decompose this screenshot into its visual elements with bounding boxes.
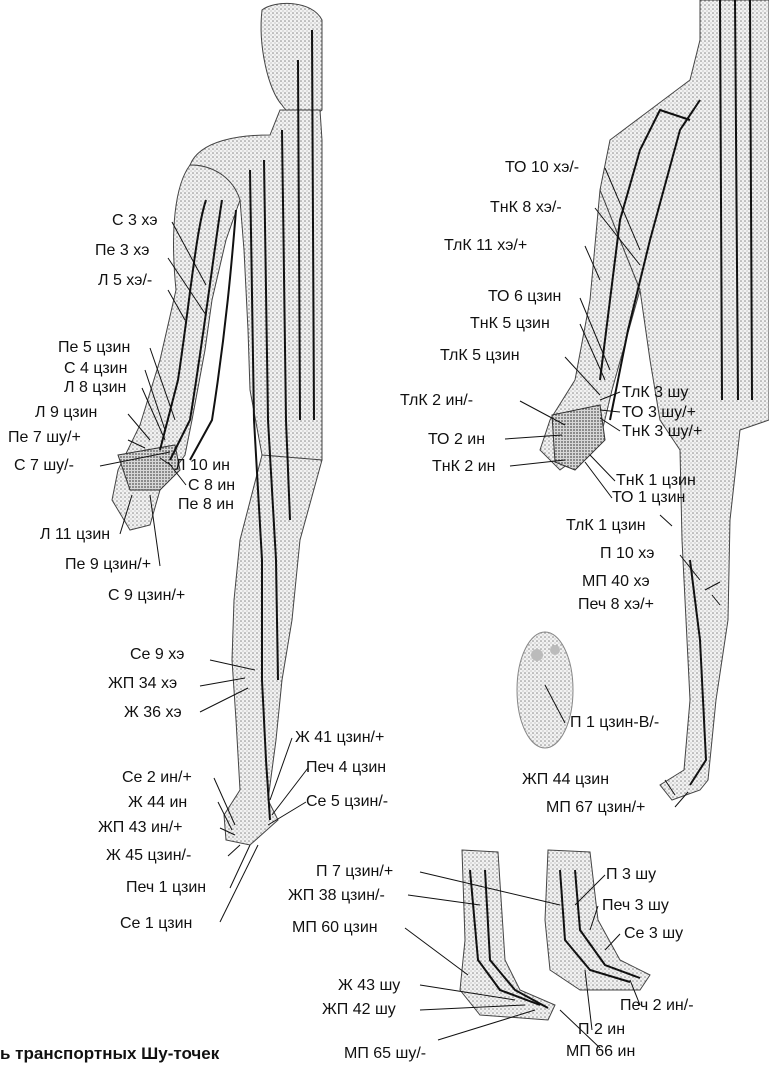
- label-s4: С 4 цзин: [64, 361, 127, 377]
- label-tlk1: ТлК 1 цзин: [566, 518, 646, 534]
- label-se1: Се 1 цзин: [120, 916, 192, 932]
- label-p10: П 10 хэ: [600, 546, 654, 562]
- label-zh44: Ж 44 ин: [128, 795, 187, 811]
- label-zhp43: ЖП 43 ин/+: [98, 820, 183, 836]
- label-pech3: Печ 3 шу: [602, 898, 669, 914]
- label-tlk2: ТлК 2 ин/-: [400, 393, 473, 409]
- label-pech4: Печ 4 цзин: [306, 760, 386, 776]
- label-tnk5: ТнК 5 цзин: [470, 316, 550, 332]
- label-se9: Се 9 хэ: [130, 647, 184, 663]
- foot-lateral: [460, 850, 555, 1020]
- label-to6: ТО 6 цзин: [488, 289, 561, 305]
- label-pech1: Печ 1 цзин: [126, 880, 206, 896]
- label-tlk3: ТлК 3 шу: [622, 385, 688, 401]
- label-tlk11: ТлК 11 хэ/+: [444, 238, 527, 254]
- label-mp65: МП 65 шу/-: [344, 1046, 426, 1062]
- label-zhp38: ЖП 38 цзин/-: [288, 888, 385, 904]
- label-se3: Се 3 шу: [624, 926, 683, 942]
- label-p3: П 3 шу: [606, 867, 656, 883]
- label-pe5: Пе 5 цзин: [58, 340, 130, 356]
- label-zhp44: ЖП 44 цзин: [522, 772, 609, 788]
- label-to3: ТО 3 шу/+: [622, 405, 696, 421]
- label-to10: ТО 10 хэ/-: [505, 160, 579, 176]
- label-l10: Л 10 ин: [175, 458, 230, 474]
- label-l9: Л 9 цзин: [35, 405, 97, 421]
- label-l5: Л 5 хэ/-: [98, 273, 152, 289]
- label-pe9: Пе 9 цзин/+: [65, 557, 151, 573]
- label-se5: Се 5 цзин/-: [306, 794, 388, 810]
- label-pe3: Пе 3 хэ: [95, 243, 149, 259]
- label-tnk1: ТнК 1 цзин: [616, 473, 696, 489]
- label-tnk3: ТнК 3 шу/+: [622, 424, 702, 440]
- label-pe8: Пе 8 ин: [178, 497, 234, 513]
- label-to2: ТО 2 ин: [428, 432, 485, 448]
- label-s7: С 7 шу/-: [14, 458, 74, 474]
- label-pech8: Печ 8 хэ/+: [578, 597, 654, 613]
- label-pe7: Пе 7 шу/+: [8, 430, 81, 446]
- label-l11: Л 11 цзин: [40, 527, 110, 543]
- label-l8: Л 8 цзин: [64, 380, 126, 396]
- foot-sole: [517, 632, 573, 748]
- label-p7: П 7 цзин/+: [316, 864, 393, 880]
- label-s9: С 9 цзин/+: [108, 588, 185, 604]
- caption: ь транспортных Шу-точек: [0, 1044, 219, 1064]
- label-tlk5: ТлК 5 цзин: [440, 348, 520, 364]
- label-mp60: МП 60 цзин: [292, 920, 378, 936]
- label-pech2: Печ 2 ин/-: [620, 998, 694, 1014]
- label-tnk2: ТнК 2 ин: [432, 459, 496, 475]
- label-s8: С 8 ин: [188, 478, 235, 494]
- label-zh43: Ж 43 шу: [338, 978, 400, 994]
- label-to1: ТО 1 цзин: [612, 490, 685, 506]
- label-zh45: Ж 45 цзин/-: [106, 848, 191, 864]
- label-zh41: Ж 41 цзин/+: [295, 730, 384, 746]
- label-zhp42: ЖП 42 шу: [322, 1002, 396, 1018]
- label-zhp34: ЖП 34 хэ: [108, 676, 177, 692]
- label-s3: С 3 хэ: [112, 213, 158, 229]
- label-mp67: МП 67 цзин/+: [546, 800, 645, 816]
- label-zh36: Ж 36 хэ: [124, 705, 182, 721]
- label-p1: П 1 цзин-В/-: [570, 715, 659, 731]
- label-mp40: МП 40 хэ: [582, 574, 650, 590]
- label-tnk8: ТнК 8 хэ/-: [490, 200, 562, 216]
- label-se2: Се 2 ин/+: [122, 770, 192, 786]
- label-mp66: МП 66 ин: [566, 1044, 635, 1060]
- label-p2: П 2 ин: [578, 1022, 625, 1038]
